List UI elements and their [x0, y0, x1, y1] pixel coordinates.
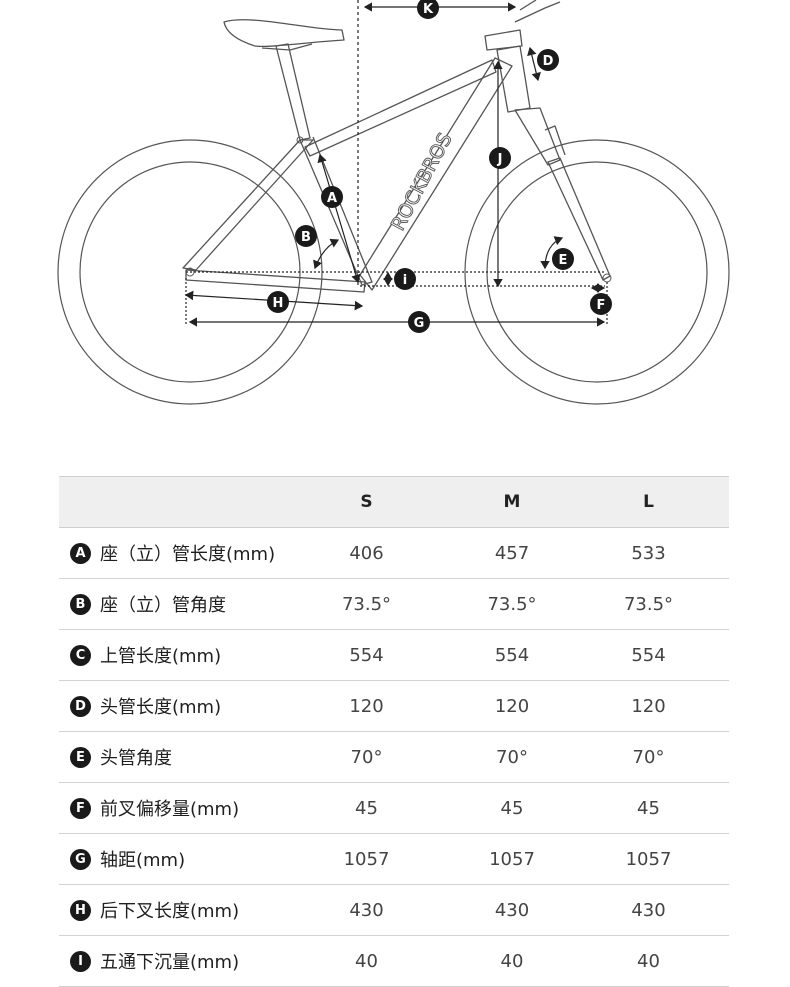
value-l: 1057 — [625, 848, 672, 870]
row-label: 前叉偏移量(mm) — [100, 799, 240, 820]
table-row: H 后下叉长度(mm) 430 430 430 — [59, 885, 729, 936]
marker-h: H — [267, 291, 289, 313]
svg-text:E: E — [559, 253, 568, 268]
svg-text:F: F — [597, 298, 606, 313]
header-size-s: S — [360, 492, 373, 512]
row-badge: G — [70, 848, 91, 870]
table-row: B 座（立）管角度 73.5° 73.5° 73.5° — [59, 579, 729, 630]
row-badge: I — [70, 950, 91, 972]
value-m: 120 — [494, 695, 530, 717]
value-s: 1057 — [343, 848, 390, 870]
row-badge: F — [70, 797, 91, 819]
row-label: 轴距(mm) — [100, 850, 186, 871]
marker-f: F — [590, 293, 612, 315]
svg-text:G: G — [414, 316, 425, 331]
svg-text:i: i — [403, 273, 407, 288]
row-label: 后下叉长度(mm) — [100, 901, 240, 922]
row-label: 上管长度(mm) — [100, 646, 222, 667]
value-l: 73.5° — [623, 593, 674, 615]
value-m: 70° — [496, 746, 528, 768]
value-s: 554 — [349, 644, 384, 666]
table-row: A 座（立）管长度(mm) 406 457 533 — [59, 528, 729, 579]
table-row: C 上管长度(mm) 554 554 554 — [59, 630, 729, 681]
row-label: 头管角度 — [100, 748, 172, 769]
table-row: G 轴距(mm) 1057 1057 1057 — [59, 834, 729, 885]
marker-b: B — [295, 225, 317, 247]
value-m: 554 — [494, 644, 530, 666]
value-m: 73.5° — [487, 593, 537, 615]
row-label: 座（立）管角度 — [100, 595, 226, 616]
svg-text:A: A — [327, 191, 337, 206]
row-badge: C — [70, 644, 91, 666]
bike-frame — [182, 0, 611, 293]
value-s: 430 — [349, 899, 384, 921]
value-l: 554 — [631, 644, 666, 666]
row-badge: E — [70, 746, 91, 768]
marker-k: K — [417, 0, 439, 19]
value-l: 120 — [631, 695, 666, 717]
value-m: 457 — [494, 542, 530, 564]
geometry-table: S M L A 座（立）管长度(mm) 406 457 533 B 座（立）管角度 … — [59, 476, 729, 987]
row-badge: A — [70, 542, 91, 564]
value-s: 70° — [350, 746, 383, 768]
svg-text:D: D — [543, 54, 554, 69]
table-row: I 五通下沉量(mm) 40 40 40 — [59, 936, 729, 987]
brand-logo: ROCKBROS — [387, 129, 457, 234]
row-badge: H — [70, 899, 91, 921]
value-l: 533 — [631, 542, 666, 564]
value-s: 120 — [349, 695, 384, 717]
marker-g: G — [408, 311, 430, 333]
value-m: 1057 — [489, 848, 535, 870]
row-label: 座（立）管长度(mm) — [100, 544, 276, 565]
table-row: E 头管角度 70° 70° 70° — [59, 732, 729, 783]
marker-a: A — [321, 186, 343, 208]
header-size-m: M — [503, 492, 521, 512]
front-wheel — [464, 139, 730, 405]
row-badge: B — [70, 593, 91, 615]
value-l: 40 — [637, 950, 660, 972]
value-s: 40 — [355, 950, 378, 972]
value-l: 45 — [637, 797, 660, 819]
svg-text:K: K — [423, 2, 434, 17]
svg-text:J: J — [497, 152, 503, 167]
table-row: D 头管长度(mm) 120 120 120 — [59, 681, 729, 732]
marker-j: J — [489, 147, 511, 169]
marker-d: D — [537, 49, 559, 71]
value-l: 430 — [631, 899, 666, 921]
row-label: 五通下沉量(mm) — [100, 952, 240, 973]
value-s: 73.5° — [341, 593, 392, 615]
value-s: 406 — [349, 542, 384, 564]
value-m: 40 — [500, 950, 524, 972]
marker-i: i — [394, 268, 416, 290]
svg-text:H: H — [273, 296, 284, 311]
value-s: 45 — [355, 797, 378, 819]
table-row: F 前叉偏移量(mm) 45 45 45 — [59, 783, 729, 834]
value-l: 70° — [632, 746, 665, 768]
value-m: 430 — [494, 899, 530, 921]
value-m: 45 — [500, 797, 524, 819]
row-badge: D — [70, 695, 91, 717]
bike-geometry-diagram: ROCKBROS K D J A B E i H F G — [57, 0, 730, 405]
header-size-l: L — [643, 492, 654, 512]
row-label: 头管长度(mm) — [100, 697, 222, 718]
marker-e: E — [552, 248, 574, 270]
svg-text:B: B — [301, 230, 311, 245]
table-header: S M L — [59, 476, 729, 528]
